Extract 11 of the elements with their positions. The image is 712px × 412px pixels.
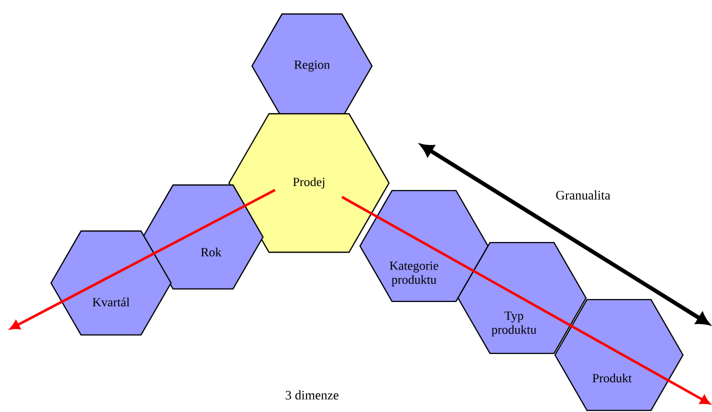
hexagon-box: Kategorie produktu xyxy=(359,190,489,302)
hexagon-box: Kvartál xyxy=(50,230,172,336)
text-label: Granualita xyxy=(556,190,610,200)
hexagon-box: Rok xyxy=(142,184,264,290)
arrow xyxy=(10,188,276,330)
hexagon-box: Produkt xyxy=(554,298,684,412)
hexagon-box: Typ produktu xyxy=(457,242,587,354)
text-label: 3 dimenze xyxy=(286,390,338,400)
hexagon-box: Region xyxy=(251,13,373,119)
arrow xyxy=(341,196,710,404)
hexagon-box: Prodej xyxy=(228,113,390,253)
